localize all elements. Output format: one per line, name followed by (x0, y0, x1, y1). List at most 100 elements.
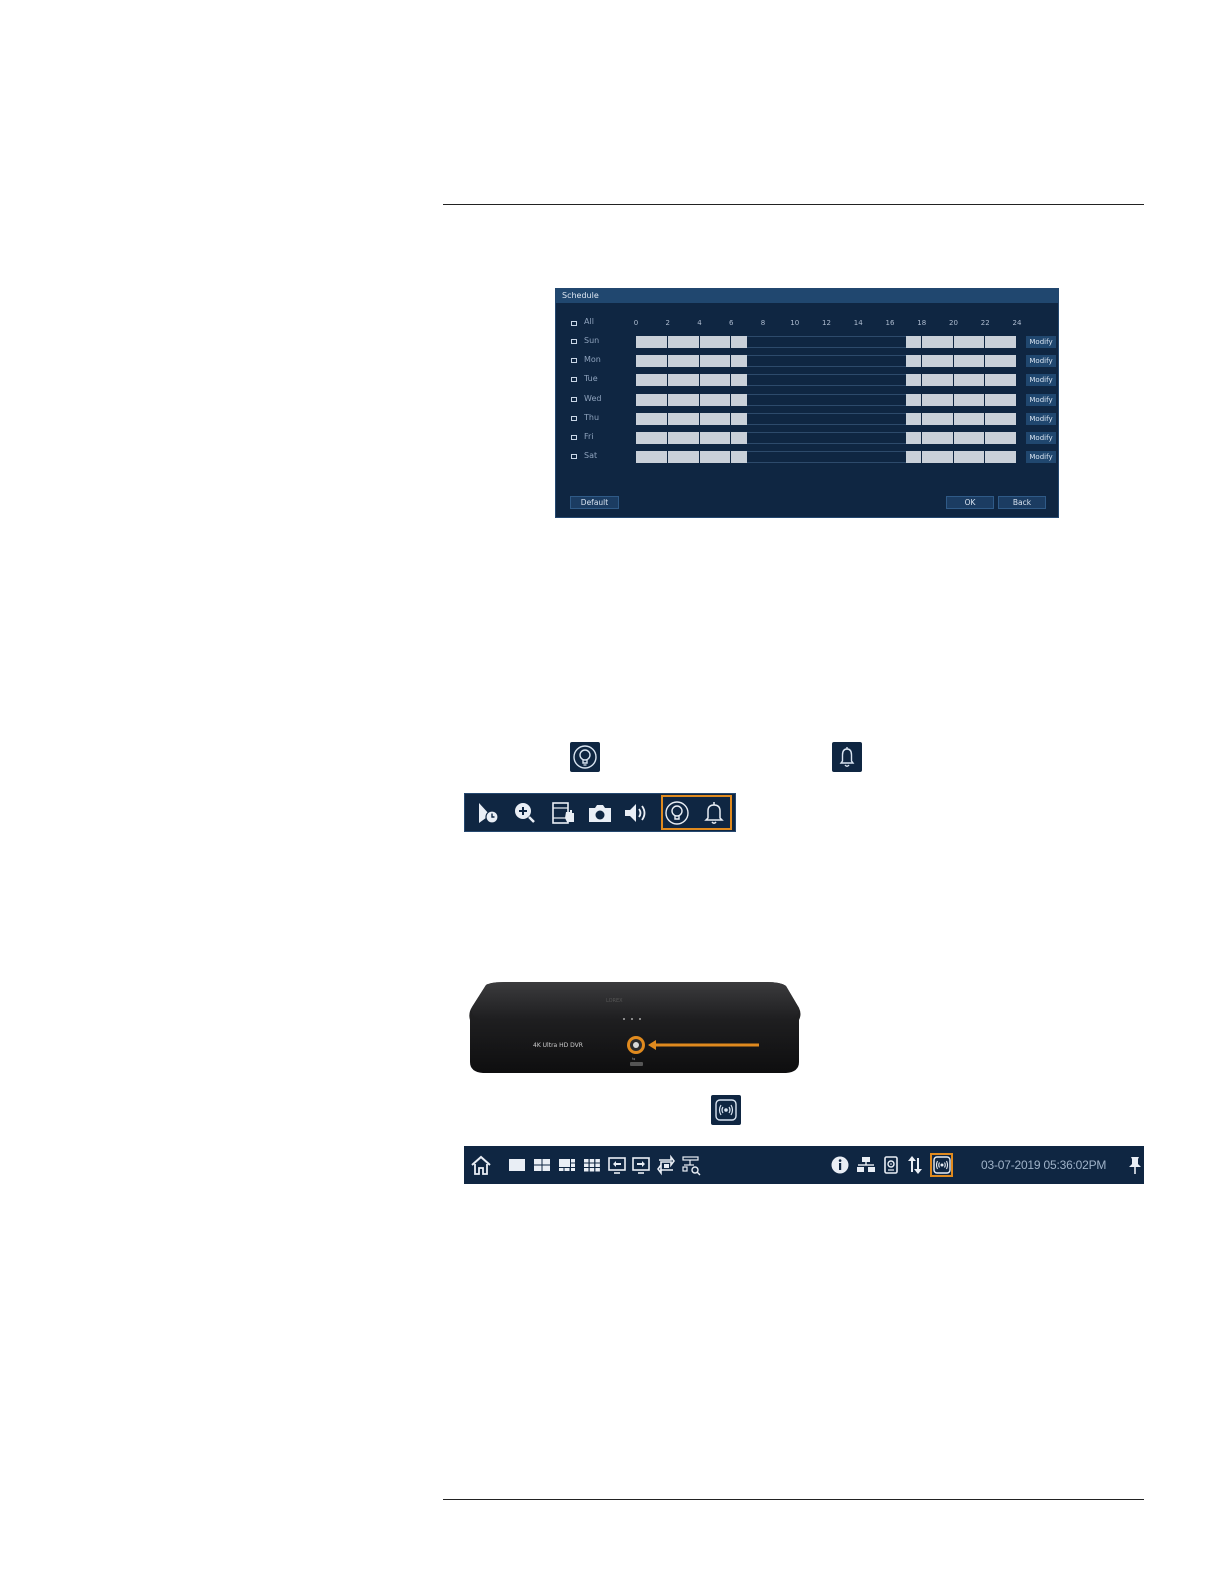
schedule-segment-active[interactable] (1001, 394, 1017, 406)
schedule-segment-active[interactable] (652, 394, 668, 406)
schedule-segment-inactive[interactable] (747, 413, 763, 425)
day-schedule-bar[interactable] (636, 355, 1017, 367)
schedule-segment-inactive[interactable] (842, 394, 858, 406)
schedule-segment-inactive[interactable] (890, 413, 906, 425)
schedule-segment-active[interactable] (954, 432, 970, 444)
schedule-segment-active[interactable] (715, 355, 731, 367)
schedule-segment-inactive[interactable] (811, 394, 827, 406)
schedule-segment-active[interactable] (954, 336, 970, 348)
schedule-segment-active[interactable] (684, 451, 700, 463)
schedule-segment-active[interactable] (906, 413, 922, 425)
schedule-segment-active[interactable] (969, 374, 985, 386)
schedule-segment-active[interactable] (684, 374, 700, 386)
schedule-segment-active[interactable] (652, 451, 668, 463)
six-view-icon[interactable] (556, 1154, 578, 1176)
schedule-segment-active[interactable] (922, 336, 938, 348)
schedule-segment-inactive[interactable] (858, 451, 874, 463)
schedule-segment-active[interactable] (1001, 374, 1017, 386)
schedule-segment-active[interactable] (922, 374, 938, 386)
single-view-icon[interactable] (506, 1154, 528, 1176)
network-icon[interactable] (855, 1154, 877, 1176)
schedule-segment-active[interactable] (938, 336, 954, 348)
video-clip-icon[interactable] (551, 800, 577, 826)
schedule-segment-inactive[interactable] (890, 336, 906, 348)
schedule-segment-active[interactable] (985, 451, 1001, 463)
schedule-segment-active[interactable] (906, 355, 922, 367)
schedule-segment-inactive[interactable] (827, 374, 843, 386)
schedule-segment-inactive[interactable] (811, 413, 827, 425)
schedule-segment-inactive[interactable] (827, 413, 843, 425)
snapshot-icon[interactable] (587, 800, 613, 826)
schedule-segment-inactive[interactable] (763, 374, 779, 386)
previous-screen-icon[interactable] (606, 1154, 628, 1176)
schedule-segment-active[interactable] (684, 355, 700, 367)
schedule-segment-active[interactable] (700, 413, 716, 425)
schedule-segment-active[interactable] (922, 451, 938, 463)
schedule-segment-inactive[interactable] (858, 374, 874, 386)
schedule-segment-active[interactable] (700, 394, 716, 406)
schedule-segment-inactive[interactable] (842, 413, 858, 425)
schedule-segment-active[interactable] (954, 451, 970, 463)
schedule-segment-active[interactable] (969, 413, 985, 425)
schedule-segment-active[interactable] (985, 374, 1001, 386)
schedule-segment-inactive[interactable] (842, 336, 858, 348)
schedule-segment-inactive[interactable] (827, 394, 843, 406)
schedule-segment-active[interactable] (1001, 355, 1017, 367)
schedule-segment-active[interactable] (700, 336, 716, 348)
schedule-segment-inactive[interactable] (779, 432, 795, 444)
schedule-segment-active[interactable] (954, 394, 970, 406)
schedule-segment-active[interactable] (715, 336, 731, 348)
schedule-segment-active[interactable] (938, 355, 954, 367)
schedule-segment-inactive[interactable] (874, 413, 890, 425)
schedule-segment-inactive[interactable] (811, 355, 827, 367)
schedule-segment-active[interactable] (700, 451, 716, 463)
schedule-segment-active[interactable] (668, 432, 684, 444)
schedule-segment-inactive[interactable] (842, 355, 858, 367)
schedule-segment-active[interactable] (969, 336, 985, 348)
schedule-segment-active[interactable] (954, 374, 970, 386)
modify-button[interactable]: Modify (1026, 374, 1056, 386)
schedule-segment-active[interactable] (938, 374, 954, 386)
schedule-segment-active[interactable] (906, 394, 922, 406)
schedule-segment-active[interactable] (715, 451, 731, 463)
schedule-segment-active[interactable] (985, 413, 1001, 425)
schedule-segment-inactive[interactable] (811, 451, 827, 463)
schedule-segment-active[interactable] (985, 355, 1001, 367)
schedule-segment-active[interactable] (985, 432, 1001, 444)
schedule-segment-inactive[interactable] (811, 336, 827, 348)
day-checkbox[interactable] (571, 397, 577, 402)
nine-view-icon[interactable] (581, 1154, 603, 1176)
modify-button[interactable]: Modify (1026, 413, 1056, 425)
schedule-segment-inactive[interactable] (747, 432, 763, 444)
schedule-segment-inactive[interactable] (858, 336, 874, 348)
schedule-segment-inactive[interactable] (890, 432, 906, 444)
schedule-segment-active[interactable] (700, 374, 716, 386)
day-schedule-bar[interactable] (636, 336, 1017, 348)
schedule-segment-active[interactable] (985, 394, 1001, 406)
transfer-icon[interactable] (904, 1154, 926, 1176)
schedule-segment-inactive[interactable] (795, 374, 811, 386)
playback-icon[interactable] (476, 800, 502, 826)
schedule-segment-inactive[interactable] (890, 355, 906, 367)
zoom-icon[interactable] (512, 800, 538, 826)
audio-icon[interactable] (623, 800, 649, 826)
modify-button[interactable]: Modify (1026, 355, 1056, 367)
schedule-segment-inactive[interactable] (747, 355, 763, 367)
schedule-segment-inactive[interactable] (811, 432, 827, 444)
all-checkbox[interactable] (571, 321, 577, 326)
schedule-segment-inactive[interactable] (779, 355, 795, 367)
schedule-segment-active[interactable] (636, 374, 652, 386)
schedule-segment-active[interactable] (1001, 336, 1017, 348)
schedule-segment-active[interactable] (731, 355, 747, 367)
schedule-segment-inactive[interactable] (763, 451, 779, 463)
schedule-segment-inactive[interactable] (795, 336, 811, 348)
schedule-segment-active[interactable] (922, 394, 938, 406)
schedule-segment-inactive[interactable] (890, 374, 906, 386)
day-checkbox[interactable] (571, 377, 577, 382)
schedule-segment-active[interactable] (668, 413, 684, 425)
day-checkbox[interactable] (571, 358, 577, 363)
schedule-segment-active[interactable] (985, 336, 1001, 348)
hard-drive-icon[interactable] (880, 1154, 902, 1176)
schedule-segment-active[interactable] (1001, 413, 1017, 425)
schedule-segment-inactive[interactable] (858, 432, 874, 444)
